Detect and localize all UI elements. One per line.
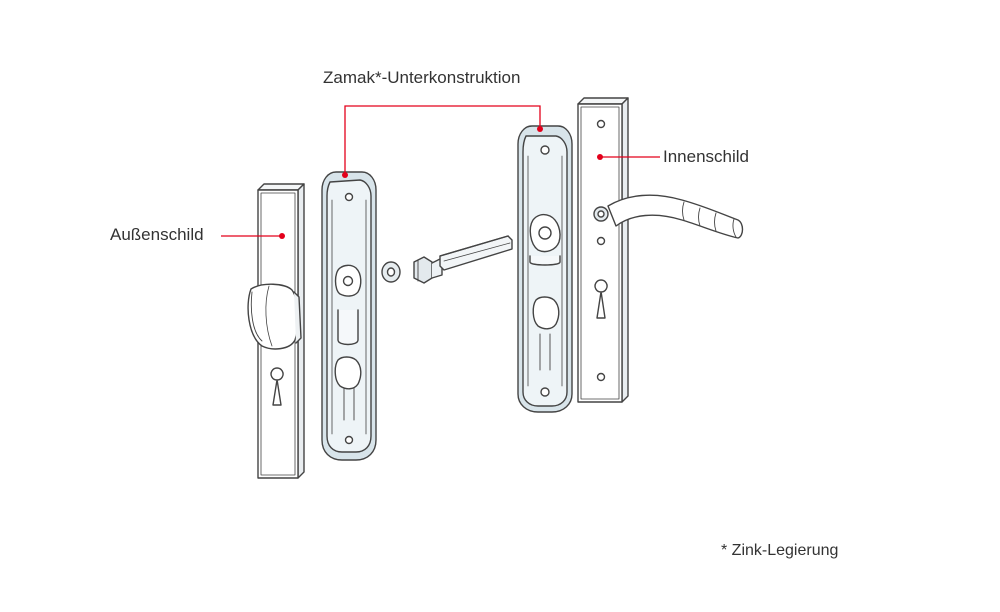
- footnote-zinc-alloy: * Zink-Legierung: [721, 542, 839, 559]
- label-inner-plate: Innenschild: [663, 147, 750, 166]
- lever-handle-icon: [607, 194, 744, 239]
- outer-plate: [247, 183, 305, 479]
- zamak-backplate-right: [517, 125, 573, 413]
- label-zamak-substructure: Zamak*-Unterkonstruktion: [323, 68, 521, 87]
- callout-dots: [279, 126, 603, 239]
- knob-icon: [247, 283, 299, 350]
- spindle: [413, 235, 513, 284]
- inner-plate: [577, 97, 744, 403]
- washer: [381, 261, 401, 283]
- label-outer-plate: Außenschild: [110, 225, 204, 244]
- keyhole-icon: [594, 279, 608, 319]
- zamak-backplate-left: [321, 171, 377, 461]
- callout-lines: [221, 105, 660, 237]
- keyhole-icon: [270, 367, 284, 406]
